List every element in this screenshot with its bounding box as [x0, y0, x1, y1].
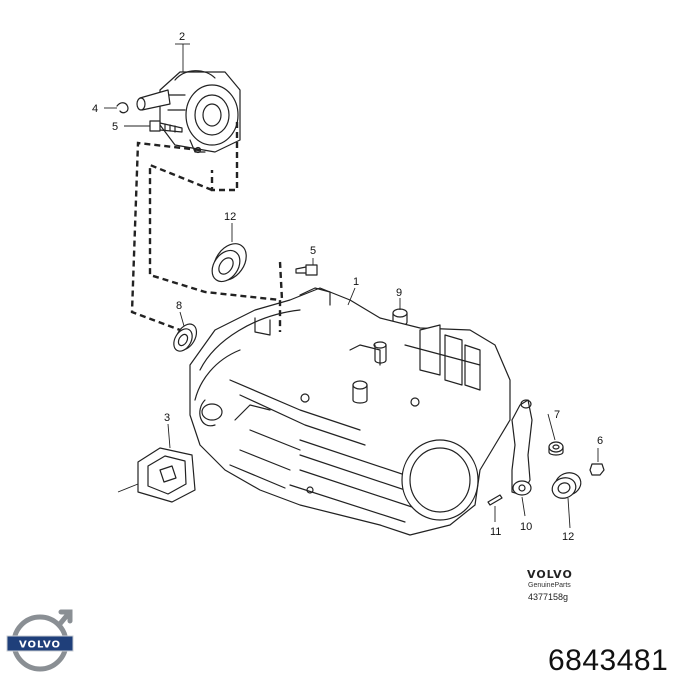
leader-lines [104, 43, 599, 529]
brand-subtitle: GenuineParts [528, 582, 571, 589]
svg-text:VOLVO: VOLVO [19, 640, 61, 651]
callout-9: 9 [396, 287, 402, 299]
part-2-release-bearing [136, 70, 241, 154]
callout-4: 4 [92, 103, 98, 115]
part-7-washer [548, 441, 564, 456]
callout-5-middle: 5 [310, 245, 316, 257]
callout-7: 7 [554, 409, 560, 421]
callout-11: 11 [490, 526, 501, 538]
callout-12-lower: 12 [562, 531, 574, 543]
callout-5-upper: 5 [112, 121, 118, 133]
callout-1: 1 [353, 276, 359, 288]
part-11-pin [487, 494, 503, 506]
callout-3: 3 [164, 412, 170, 424]
part-8-seal [173, 323, 198, 352]
selector-lever [511, 399, 533, 496]
brand-wordmark: VOLVO [527, 568, 573, 581]
part-6-bolt [589, 463, 605, 476]
part-4-clip [116, 102, 129, 114]
callout-2: 2 [179, 31, 185, 43]
volvo-logo-icon: VOLVO [6, 609, 74, 672]
drawing-number: 4377158g [528, 592, 569, 602]
part-1-gearbox-housing [189, 287, 511, 536]
callout-10: 10 [520, 521, 532, 533]
callout-12-upper: 12 [224, 211, 236, 223]
assembly-dashed-lines [130, 122, 284, 332]
part-12-seal-lower [551, 472, 582, 499]
part-3-rubber-mount [137, 447, 196, 503]
callout-8: 8 [176, 300, 182, 312]
part-number: 6843481 [548, 644, 669, 677]
part-5-bolt-middle [295, 264, 318, 276]
part-12-seal-upper [211, 243, 247, 283]
callout-6: 6 [597, 435, 603, 447]
